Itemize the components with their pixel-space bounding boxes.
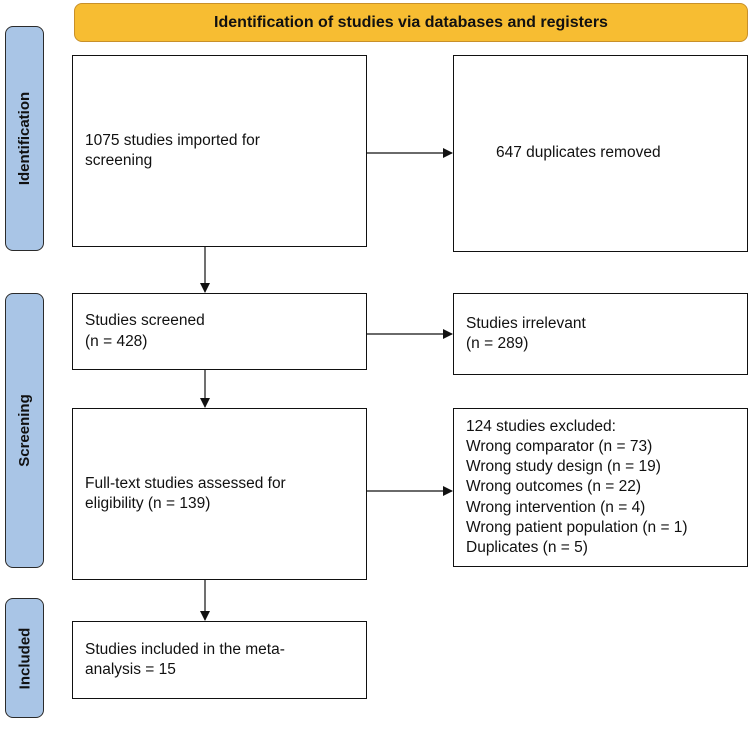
duplicates-text: 647 duplicates removed [496,144,661,162]
phase-screening: Screening [5,293,44,568]
box-screened: Studies screened (n = 428) [72,293,367,370]
phase-label-screening: Screening [16,394,33,467]
phase-label-identification: Identification [16,91,33,186]
box-excluded: 124 studies excluded: Wrong comparator (… [453,408,748,567]
box-irrelevant: Studies irrelevant (n = 289) [453,293,748,375]
phase-label-included: Included [16,627,34,689]
box-imported: 1075 studies imported for screening [72,55,367,247]
included-text: Studies included in the meta- analysis =… [85,640,285,678]
excluded-text: 124 studies excluded: Wrong comparator (… [466,418,688,556]
phase-included: Included [5,598,44,718]
phase-identification: Identification [5,26,44,251]
box-fulltext: Full-text studies assessed for eligibili… [72,408,367,580]
irrelevant-text: Studies irrelevant (n = 289) [466,314,586,352]
box-included: Studies included in the meta- analysis =… [72,621,367,699]
diagram-header: Identification of studies via databases … [74,3,748,42]
imported-text: 1075 studies imported for screening [85,131,260,169]
fulltext-text: Full-text studies assessed for eligibili… [85,474,286,512]
screened-text: Studies screened (n = 428) [85,312,205,350]
header-title: Identification of studies via databases … [214,13,608,31]
box-duplicates: 647 duplicates removed [453,55,748,252]
